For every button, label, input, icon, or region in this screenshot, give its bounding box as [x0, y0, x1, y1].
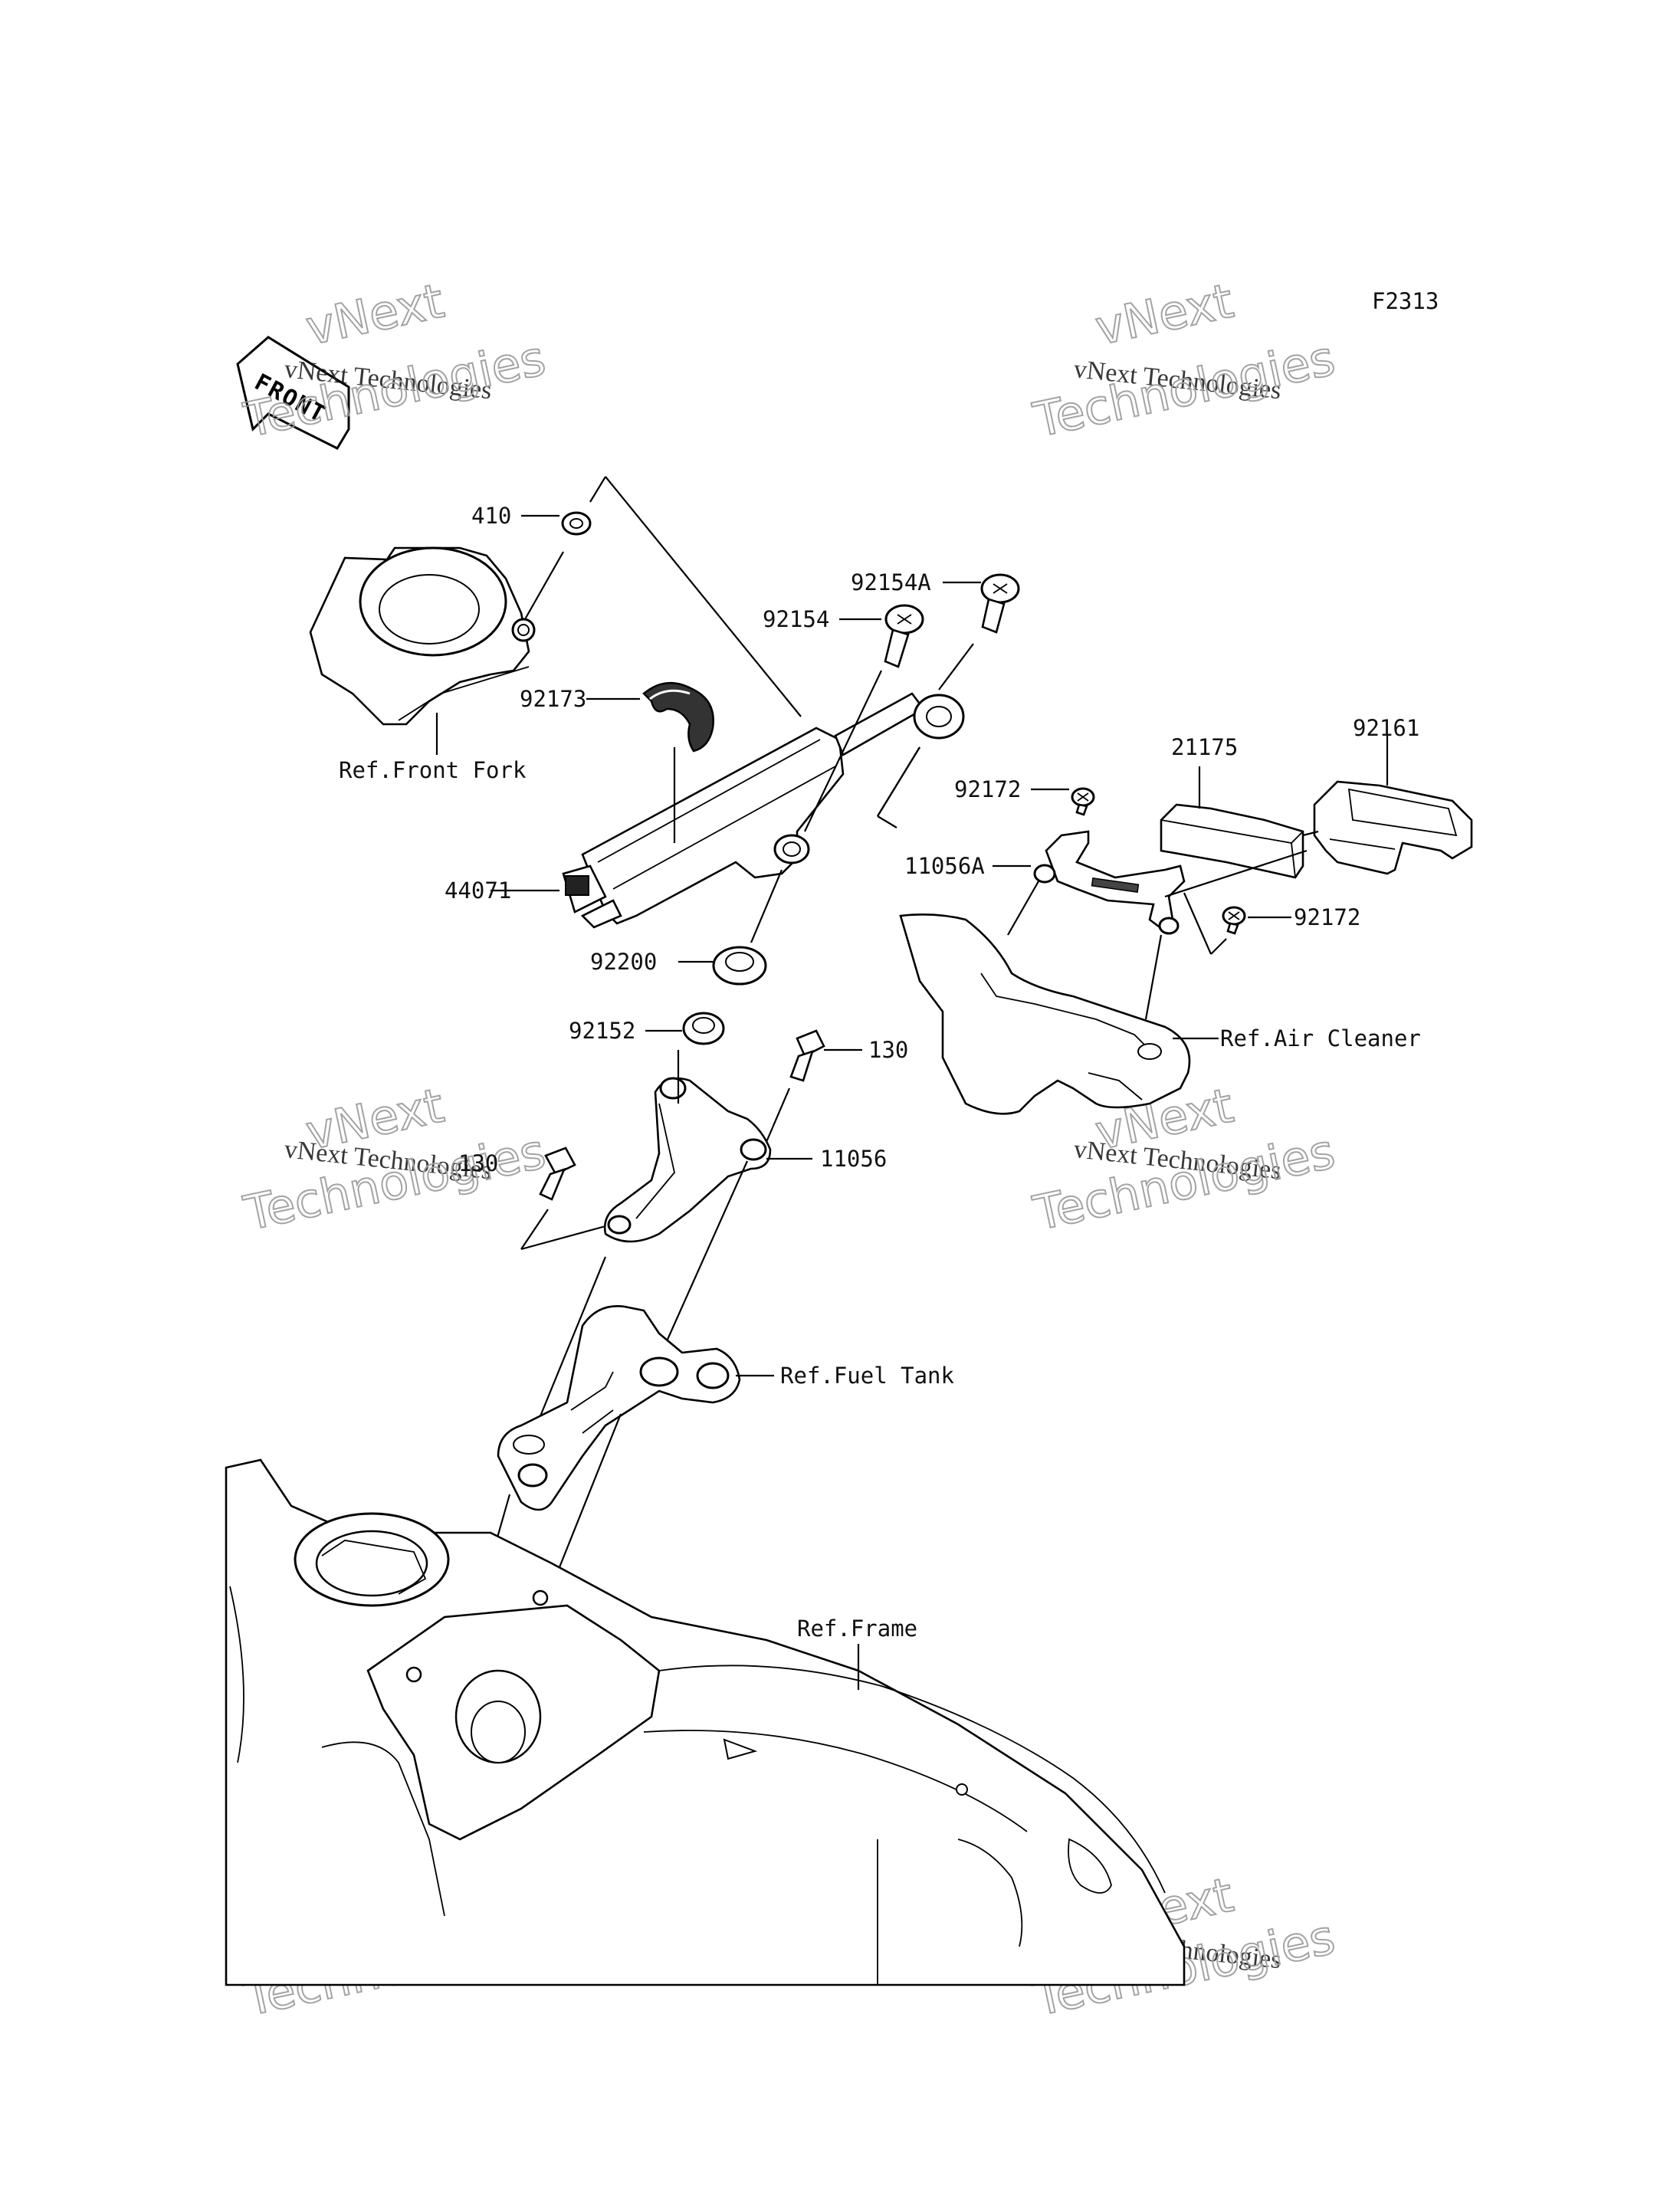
- label-130-left: 130: [458, 1150, 498, 1176]
- part-92172-upper: [1071, 787, 1095, 816]
- frame: [225, 1458, 1186, 1986]
- label-410: 410: [471, 503, 511, 529]
- watermark-mid-right: vNext vNext Technologies Technologies: [1028, 1077, 1340, 1242]
- bracket-11056: [603, 1077, 772, 1243]
- label-44071: 44071: [445, 877, 511, 904]
- watermark-tech: Technologies: [1029, 330, 1340, 448]
- part-130-upper: [789, 1029, 825, 1082]
- diagram-code: F2313: [1372, 288, 1439, 314]
- label-21175: 21175: [1171, 734, 1238, 760]
- ref-air-cleaner-label: Ref.Air Cleaner: [1220, 1025, 1421, 1051]
- label-92152: 92152: [569, 1018, 635, 1044]
- part-410: [561, 511, 592, 536]
- part-92152: [682, 1012, 725, 1045]
- label-92154A: 92154A: [851, 569, 931, 595]
- label-92172-lower: 92172: [1294, 904, 1360, 930]
- part-92161: [1313, 780, 1473, 875]
- ref-front-fork-label: Ref.Front Fork: [339, 757, 527, 783]
- watermark-brand: vNext: [301, 273, 448, 356]
- part-92173: [642, 681, 714, 753]
- label-92173: 92173: [520, 686, 586, 712]
- air-cleaner: [899, 914, 1191, 1115]
- label-92161: 92161: [1353, 715, 1419, 741]
- watermark-top-right: vNext vNext Technologies Technologies: [1028, 272, 1340, 449]
- part-130-left: [539, 1146, 576, 1201]
- part-92200: [712, 946, 767, 986]
- label-11056A: 11056A: [904, 853, 985, 879]
- watermark-mid-left: vNext vNext Technologies Technologies: [238, 1077, 551, 1242]
- part-92154A: [980, 573, 1020, 634]
- module-21175: [1160, 803, 1304, 879]
- watermark-brand: vNext: [1091, 273, 1238, 356]
- watermark-top-left: vNext vNext Technologies Technologies: [238, 272, 551, 449]
- ref-fuel-tank-label: Ref.Fuel Tank: [780, 1363, 955, 1389]
- fuel-tank-bracket: [497, 1305, 741, 1511]
- label-92154: 92154: [763, 606, 829, 632]
- bracket-11056A: [1033, 830, 1186, 935]
- steering-damper-44071: [562, 692, 965, 929]
- ref-frame-label: Ref.Frame: [797, 1615, 917, 1642]
- front-fork-clamp: [309, 546, 536, 726]
- label-92200: 92200: [590, 949, 657, 975]
- part-92154: [884, 604, 924, 668]
- part-92172-lower: [1222, 906, 1246, 935]
- label-11056: 11056: [820, 1146, 887, 1172]
- label-92172-upper: 92172: [954, 776, 1021, 802]
- label-130-upper: 130: [868, 1037, 908, 1063]
- front-direction-arrow-icon: FRONT: [236, 336, 350, 450]
